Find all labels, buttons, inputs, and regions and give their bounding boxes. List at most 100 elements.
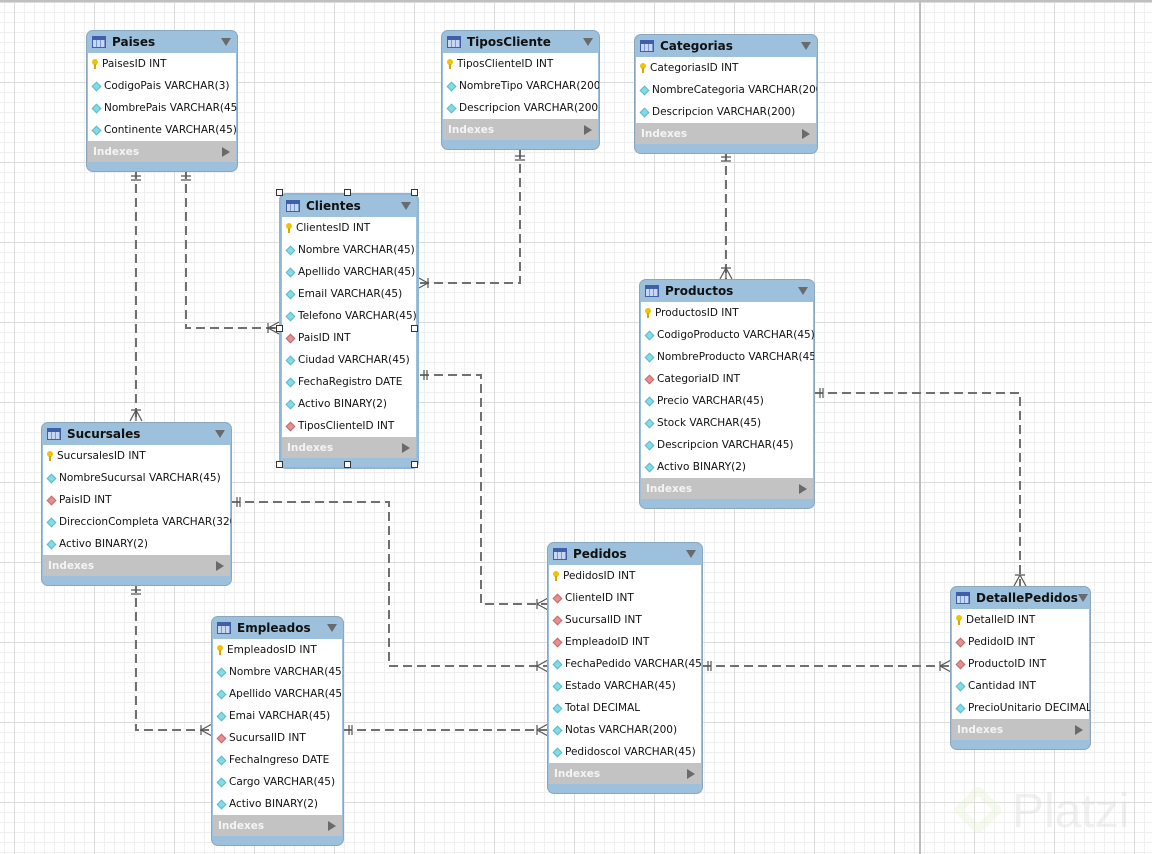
column-row[interactable]: Precio VARCHAR(45) — [641, 390, 813, 412]
column-row[interactable]: Notas VARCHAR(200) — [549, 719, 701, 741]
collapse-toggle-icon[interactable] — [221, 38, 231, 46]
column-row[interactable]: Emai VARCHAR(45) — [213, 705, 342, 727]
entity-header[interactable]: TiposCliente — [442, 31, 599, 53]
collapse-toggle-icon[interactable] — [686, 550, 696, 558]
entity-header[interactable]: Productos — [640, 280, 814, 302]
entity-header[interactable]: Pedidos — [548, 543, 702, 565]
column-row[interactable]: Stock VARCHAR(45) — [641, 412, 813, 434]
column-row[interactable]: Total DECIMAL — [549, 697, 701, 719]
expand-arrow-icon[interactable] — [402, 442, 410, 453]
column-row[interactable]: EmpleadosID INT — [213, 639, 342, 661]
entity-header[interactable]: Sucursales — [42, 423, 231, 445]
indexes-section[interactable]: Indexes — [213, 815, 342, 836]
column-row[interactable]: FechaIngreso DATE — [213, 749, 342, 771]
column-row[interactable]: Pedidoscol VARCHAR(45) — [549, 741, 701, 763]
expand-arrow-icon[interactable] — [687, 768, 695, 779]
column-row[interactable]: SucursalID INT — [549, 609, 701, 631]
column-row[interactable]: FechaRegistro DATE — [282, 371, 416, 393]
column-row[interactable]: NombreSucursal VARCHAR(45) — [43, 467, 230, 489]
entity-productos[interactable]: Productos ProductosID INT CodigoProducto… — [639, 279, 815, 509]
collapse-toggle-icon[interactable] — [401, 202, 411, 210]
resize-handle-top-right[interactable] — [411, 189, 418, 196]
expand-arrow-icon[interactable] — [799, 483, 807, 494]
resize-handle-right[interactable] — [411, 325, 418, 332]
column-row[interactable]: ProductosID INT — [641, 302, 813, 324]
column-row[interactable]: Cargo VARCHAR(45) — [213, 771, 342, 793]
entity-tiposcliente[interactable]: TiposCliente TiposClienteID INT NombreTi… — [441, 30, 600, 150]
column-row[interactable]: PaisID INT — [282, 327, 416, 349]
indexes-section[interactable]: Indexes — [443, 119, 598, 140]
entity-header[interactable]: Empleados — [212, 617, 343, 639]
entity-header[interactable]: Clientes — [281, 195, 417, 217]
column-row[interactable]: ProductoID INT — [952, 653, 1089, 675]
collapse-toggle-icon[interactable] — [215, 430, 225, 438]
column-row[interactable]: PaisID INT — [43, 489, 230, 511]
column-row[interactable]: ClientesID INT — [282, 217, 416, 239]
column-row[interactable]: NombreTipo VARCHAR(200) — [443, 75, 599, 97]
expand-arrow-icon[interactable] — [328, 820, 336, 831]
rel-clientes-pedidos[interactable] — [420, 374, 547, 605]
column-row[interactable]: TiposClienteID INT — [282, 415, 416, 437]
column-row[interactable]: Estado VARCHAR(45) — [549, 675, 701, 697]
entity-header[interactable]: Categorias — [635, 35, 817, 57]
entity-header[interactable]: Paises — [87, 31, 237, 53]
column-row[interactable]: Cantidad INT — [952, 675, 1089, 697]
rel-paises-clientes[interactable] — [185, 170, 278, 329]
column-row[interactable]: CategoriasID INT — [636, 57, 816, 79]
column-row[interactable]: Activo BINARY(2) — [641, 456, 813, 478]
column-row[interactable]: DetalleID INT — [952, 609, 1089, 631]
column-row[interactable]: Activo BINARY(2) — [213, 793, 342, 815]
column-row[interactable]: PrecioUnitario DECIMAL — [952, 697, 1090, 719]
entity-header[interactable]: DetallePedidos — [951, 587, 1090, 609]
resize-handle-top-left[interactable] — [276, 189, 283, 196]
entity-pedidos[interactable]: Pedidos PedidosID INT ClienteID INT Sucu… — [547, 542, 703, 794]
indexes-section[interactable]: Indexes — [282, 437, 416, 458]
column-row[interactable]: Activo BINARY(2) — [282, 393, 416, 415]
entity-clientes[interactable]: Clientes ClientesID INT Nombre VARCHAR(4… — [279, 193, 419, 469]
entity-sucursales[interactable]: Sucursales SucursalesID INT NombreSucurs… — [41, 422, 232, 586]
column-row[interactable]: Email VARCHAR(45) — [282, 283, 416, 305]
column-row[interactable]: DireccionCompleta VARCHAR(320) — [43, 511, 231, 533]
column-row[interactable]: PedidosID INT — [549, 565, 701, 587]
entity-categorias[interactable]: Categorias CategoriasID INT NombreCatego… — [634, 34, 818, 154]
expand-arrow-icon[interactable] — [216, 560, 224, 571]
expand-arrow-icon[interactable] — [1075, 724, 1083, 735]
indexes-section[interactable]: Indexes — [43, 555, 230, 576]
resize-handle-bottom[interactable] — [344, 461, 351, 468]
resize-handle-top[interactable] — [344, 189, 351, 196]
indexes-section[interactable]: Indexes — [952, 719, 1089, 740]
indexes-section[interactable]: Indexes — [88, 141, 236, 162]
column-row[interactable]: NombreCategoria VARCHAR(200) — [636, 79, 817, 101]
rel-sucursales-pedidos[interactable] — [231, 501, 547, 667]
column-row[interactable]: TiposClienteID INT — [443, 53, 598, 75]
column-row[interactable]: Activo BINARY(2) — [43, 533, 230, 555]
column-row[interactable]: CategoriaID INT — [641, 368, 813, 390]
column-row[interactable]: NombrePais VARCHAR(45) — [88, 97, 237, 119]
collapse-toggle-icon[interactable] — [801, 42, 811, 50]
column-row[interactable]: EmpleadoID INT — [549, 631, 701, 653]
resize-handle-bottom-left[interactable] — [276, 461, 283, 468]
column-row[interactable]: Descripcion VARCHAR(45) — [641, 434, 813, 456]
column-row[interactable]: PaisesID INT — [88, 53, 236, 75]
entity-empleados[interactable]: Empleados EmpleadosID INT Nombre VARCHAR… — [211, 616, 344, 846]
collapse-toggle-icon[interactable] — [327, 624, 337, 632]
column-row[interactable]: Ciudad VARCHAR(45) — [282, 349, 416, 371]
indexes-section[interactable]: Indexes — [636, 123, 816, 144]
column-row[interactable]: Apellido VARCHAR(45) — [282, 261, 416, 283]
column-row[interactable]: Nombre VARCHAR(45) — [282, 239, 416, 261]
column-row[interactable]: FechaPedido VARCHAR(45) — [549, 653, 702, 675]
column-row[interactable]: Descripcion VARCHAR(200) — [443, 97, 599, 119]
column-row[interactable]: NombreProducto VARCHAR(45) — [641, 346, 814, 368]
column-row[interactable]: SucursalID INT — [213, 727, 342, 749]
column-row[interactable]: SucursalesID INT — [43, 445, 230, 467]
column-row[interactable]: CodigoPais VARCHAR(3) — [88, 75, 236, 97]
entity-detallepedidos[interactable]: DetallePedidos DetalleID INT PedidoID IN… — [950, 586, 1091, 750]
collapse-toggle-icon[interactable] — [583, 38, 593, 46]
collapse-toggle-icon[interactable] — [1077, 594, 1088, 602]
indexes-section[interactable]: Indexes — [641, 478, 813, 499]
column-row[interactable]: Nombre VARCHAR(45) — [213, 661, 343, 683]
resize-handle-left[interactable] — [276, 325, 283, 332]
expand-arrow-icon[interactable] — [584, 124, 592, 135]
column-row[interactable]: ClienteID INT — [549, 587, 701, 609]
column-row[interactable]: Apellido VARCHAR(45) — [213, 683, 343, 705]
